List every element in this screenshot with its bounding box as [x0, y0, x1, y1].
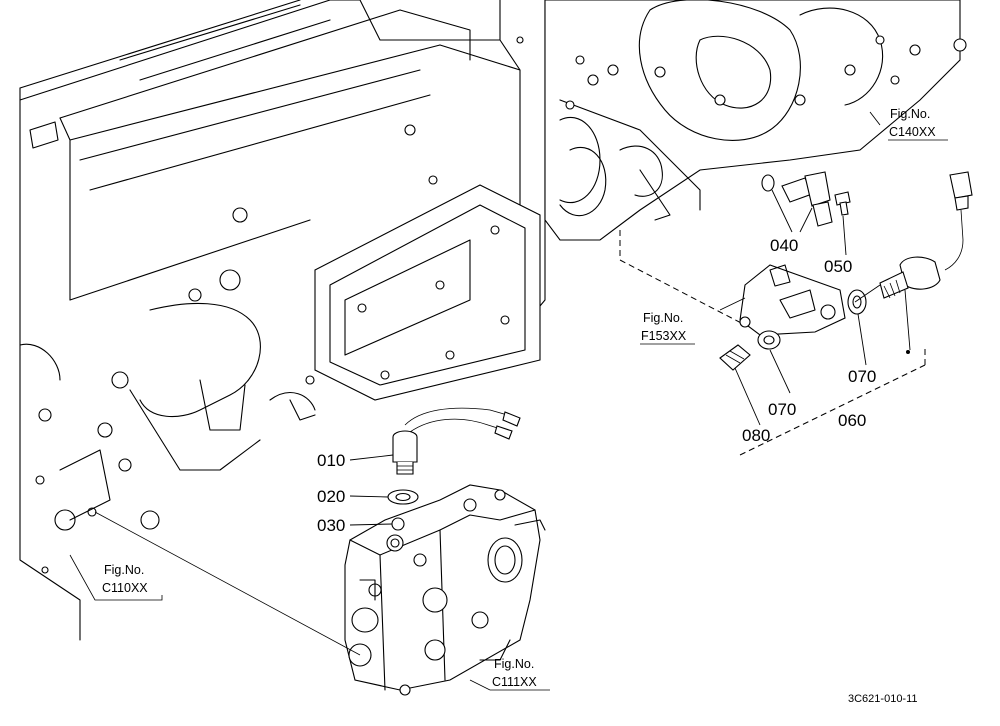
- part-number-010[interactable]: 010: [317, 451, 345, 470]
- ref-underline-c110: [100, 595, 163, 601]
- part-number-070-upper[interactable]: 070: [848, 367, 876, 386]
- case-to-valve-leader: [94, 511, 361, 656]
- fig-ref-code-c140[interactable]: C140XX: [889, 125, 936, 139]
- fig-ref-label-f153: Fig.No.: [643, 311, 683, 325]
- part-number-060[interactable]: 060: [838, 411, 866, 430]
- plug-080: [719, 344, 751, 371]
- part-number-020[interactable]: 020: [317, 487, 345, 506]
- fig-ref-code-c111[interactable]: C111XX: [492, 675, 537, 689]
- fig-ref-code-c110[interactable]: C110XX: [102, 581, 148, 595]
- sensor-assembly-060: [879, 171, 973, 354]
- ref-leader-c111: [469, 679, 491, 691]
- assembly-bracket-outline: [619, 230, 746, 326]
- ball-030: [391, 517, 405, 531]
- assembly-base-outline: [739, 345, 926, 456]
- control-valve-block: [344, 484, 546, 696]
- sensor-040: [761, 171, 833, 227]
- part-number-050[interactable]: 050: [824, 257, 852, 276]
- washer-020: [387, 489, 419, 505]
- mounting-bracket: [739, 264, 846, 336]
- drawing-code: 3C621-010-11: [848, 693, 918, 705]
- fig-ref-label-c110: Fig.No.: [104, 563, 144, 577]
- part-number-070-lower[interactable]: 070: [768, 400, 796, 419]
- ref-leader-c110: [69, 554, 100, 601]
- leader-lines: [349, 111, 911, 526]
- part-number-080[interactable]: 080: [742, 426, 770, 445]
- transmission-case: [19, 0, 546, 641]
- pressure-switch-010: [392, 407, 521, 475]
- fig-ref-label-c140: Fig.No.: [890, 107, 930, 121]
- fig-ref-code-f153[interactable]: F153XX: [641, 329, 687, 343]
- front-axle-housing: [516, 0, 967, 241]
- part-number-040[interactable]: 040: [770, 236, 798, 255]
- fig-ref-label-c111: Fig.No.: [494, 657, 534, 671]
- bolt-050: [834, 191, 851, 216]
- part-number-030[interactable]: 030: [317, 516, 345, 535]
